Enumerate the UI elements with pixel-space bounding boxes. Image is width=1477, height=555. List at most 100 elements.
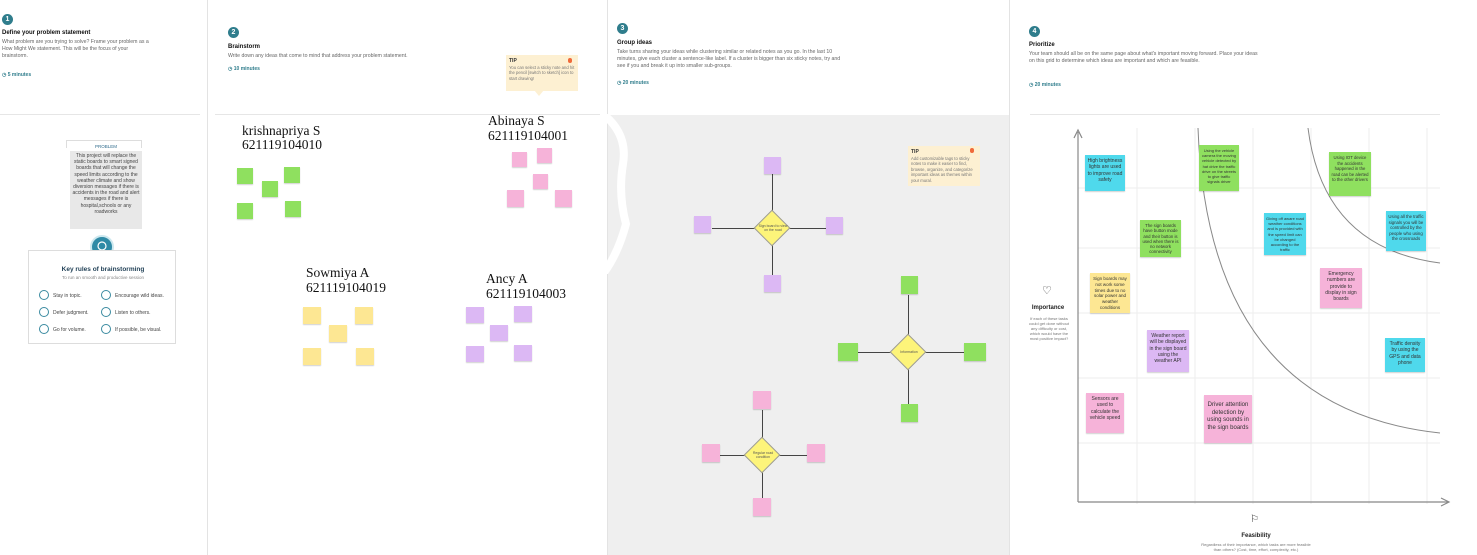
member-id: 621119104001 [488, 128, 568, 143]
sticky-note[interactable] [285, 201, 301, 217]
sticky-note[interactable] [826, 217, 843, 234]
divider [0, 114, 200, 115]
sticky-note[interactable] [514, 345, 532, 361]
tip-text: You can select a sticky note and hit the… [509, 64, 575, 81]
sticky-note[interactable] [262, 181, 278, 197]
sticky-note[interactable] [964, 343, 986, 361]
sticky-note[interactable] [555, 190, 572, 207]
sticky-note[interactable] [807, 444, 825, 462]
step-number: 3 [617, 23, 628, 34]
divider [1030, 114, 1440, 115]
priority-note[interactable]: Using the vehicle camera the moving vehi… [1199, 145, 1239, 191]
volume-icon [39, 324, 49, 334]
sticky-note[interactable] [901, 276, 918, 294]
sticky-note[interactable] [356, 348, 374, 365]
divider [215, 114, 600, 115]
connector [922, 352, 964, 353]
sticky-note[interactable] [466, 346, 484, 362]
step-title: Group ideas [617, 40, 653, 46]
sticky-note[interactable] [764, 157, 781, 174]
sticky-note[interactable] [514, 306, 532, 322]
priority-note[interactable]: Sign boards may not work some times due … [1090, 273, 1130, 313]
sticky-note[interactable] [537, 148, 552, 163]
sticky-note[interactable] [355, 307, 373, 324]
importance-label: Importance [1031, 305, 1065, 311]
priority-note[interactable]: High brightness lights are used to impro… [1085, 155, 1125, 191]
connector [786, 228, 826, 229]
sticky-note[interactable] [512, 152, 527, 167]
tip-pointer [534, 90, 544, 96]
priority-note[interactable]: Traffic density by using the GPS and dat… [1385, 338, 1425, 372]
rule-item: Go for volume. [53, 327, 86, 333]
sticky-note[interactable] [237, 168, 253, 184]
step-number: 2 [228, 27, 239, 38]
member-name: krishnapriya S [242, 123, 321, 138]
tip-card: TIP Add customizable tags to sticky note… [908, 146, 980, 186]
topic-icon [39, 290, 49, 300]
sticky-note[interactable] [237, 203, 253, 219]
priority-note[interactable]: Giving off aware road weather conditions… [1264, 213, 1306, 255]
step-description: What problem are you trying to solve? Fr… [2, 39, 149, 59]
sticky-note[interactable] [303, 348, 321, 365]
sticky-note[interactable] [490, 325, 508, 341]
sticky-note[interactable] [838, 343, 858, 361]
member-name: Sowmiya A [306, 265, 370, 280]
priority-note[interactable]: Driver attention detection by using soun… [1204, 395, 1252, 443]
connector [772, 240, 773, 278]
sticky-note[interactable] [466, 307, 484, 323]
rule-item: Stay in topic. [53, 293, 82, 299]
priority-note[interactable]: Using IOT device the accidents happened … [1329, 152, 1371, 196]
rule-item: Defer judgment. [53, 310, 89, 316]
connector [908, 368, 909, 406]
rule-item: If possible, be visual. [115, 327, 162, 333]
priority-note[interactable]: The sign boards have button mode and the… [1140, 220, 1181, 257]
flag-icon: ⚐ [1250, 514, 1259, 525]
step-time: ◷ 20 minutes [1029, 82, 1061, 88]
divider [607, 0, 608, 555]
sticky-note[interactable] [753, 391, 771, 409]
sticky-note[interactable] [901, 404, 918, 422]
sticky-note[interactable] [507, 190, 524, 207]
sticky-note[interactable] [764, 275, 781, 292]
priority-note[interactable]: Weather report will be displayed in the … [1147, 330, 1189, 372]
member-name: Ancy A [486, 271, 528, 286]
cluster-label: Regular road condition [752, 451, 774, 459]
priority-note[interactable]: Using all the traffic signals you will b… [1386, 211, 1426, 251]
step-description: Write down any ideas that come to mind t… [228, 53, 408, 59]
priority-note[interactable]: Sensors are used to calculate the vehicl… [1086, 393, 1124, 433]
sticky-note[interactable] [329, 325, 347, 342]
sticky-note[interactable] [303, 307, 321, 324]
connector [762, 470, 763, 500]
sticky-note[interactable] [753, 498, 771, 516]
problem-card[interactable]: PROBLEM This project will replace the st… [66, 138, 146, 230]
rules-title: Key rules of brainstorming [61, 266, 145, 273]
problem-text: This project will replace the static boa… [70, 151, 142, 229]
pin-icon [970, 148, 974, 153]
sticky-note[interactable] [284, 167, 300, 183]
priority-note[interactable]: Emergency numbers are provide to display… [1320, 268, 1362, 308]
step-time: ◷ 5 minutes [2, 72, 32, 78]
step-number: 4 [1029, 26, 1040, 37]
tip-text: Add customizable tags to sticky notes to… [911, 155, 973, 183]
cluster-label: Sign board to view on the road [758, 224, 788, 232]
member-id: 621119104019 [306, 280, 386, 295]
judgment-icon [39, 307, 49, 317]
connector [712, 228, 760, 229]
time-label: 5 minutes [7, 72, 32, 78]
problem-header: PROBLEM [94, 144, 117, 149]
rule-item: Encourage wild ideas. [115, 293, 164, 299]
rules-card: Key rules of brainstorming To run an smo… [28, 250, 176, 344]
feasibility-label: Feasibility [1241, 533, 1271, 539]
sticky-note[interactable] [694, 216, 711, 233]
connector [762, 410, 763, 440]
sticky-note[interactable] [533, 174, 548, 189]
time-label: 20 minutes [622, 80, 649, 86]
sticky-note[interactable] [702, 444, 720, 462]
rules-subtitle: To run an smooth and productive session [61, 275, 145, 280]
eye-icon [101, 324, 111, 334]
idea-icon [101, 290, 111, 300]
connector [777, 455, 807, 456]
tip-title: TIP [509, 58, 517, 64]
member-name: Abinaya S [488, 113, 545, 128]
step-time: ◷ 20 minutes [617, 80, 649, 86]
